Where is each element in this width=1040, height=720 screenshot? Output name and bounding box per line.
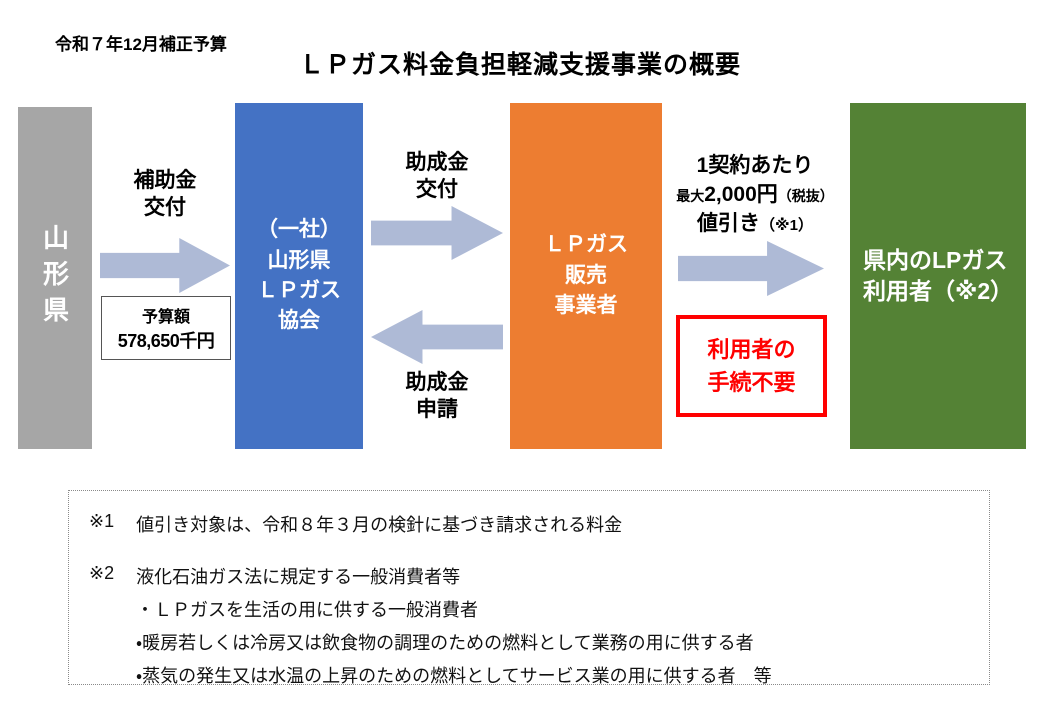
footnote-2-bullet: ・蒸気の発生又は水温の上昇のための燃料としてサービス業の用に供する者 等 — [136, 666, 772, 686]
discount-line2: 最大2,000円（税抜） — [676, 182, 834, 206]
arrow-subsidy-grant — [100, 238, 230, 293]
footnote-1-marker: ※1 — [89, 511, 115, 531]
flow-box-consumer: 県内のLPガス 利用者（※2） — [850, 103, 1026, 449]
no-procedure-box: 利用者の 手続不要 — [676, 315, 827, 417]
footnote-1: ※1 値引き対象は、令和８年３月の検針に基づき請求される料金 — [89, 511, 979, 537]
subsidy-grant-label: 補助金 交付 — [133, 169, 197, 220]
arrow-discount — [678, 241, 824, 296]
grant-application-label: 助成金 申請 — [405, 371, 469, 422]
footnote-2-text: 液化石油ガス法に規定する一般消費者等 — [136, 567, 461, 587]
footnote-2-bullet: ・暖房若しくは冷房又は飲食物の調理のための燃料として業務の用に供する者 — [136, 633, 754, 653]
discount-line3: 値引き（※1） — [697, 211, 813, 235]
footnote-1-text: 値引き対象は、令和８年３月の検針に基づき請求される料金 — [136, 515, 623, 535]
arrow-grant-application — [371, 310, 503, 364]
arrow-grant-payment — [371, 206, 503, 260]
discount-label: 1契約あたり 最大2,000円（税抜） 値引き（※1） — [655, 152, 855, 239]
page-title: ＬＰガス料金負担軽減支援事業の概要 — [298, 51, 741, 79]
flow-box-prefecture: 山形県 — [18, 107, 92, 449]
discount-line1: 1契約あたり — [696, 154, 814, 177]
flow-box-seller: ＬＰガス 販売 事業者 — [510, 103, 662, 449]
footnotes-box: ※1 値引き対象は、令和８年３月の検針に基づき請求される料金 ※2 液化石油ガス… — [68, 490, 990, 688]
budget-amount-value: 578,650千円 — [117, 331, 215, 351]
prefecture-label: 山形県 — [39, 224, 70, 332]
footnote-2-bullet: ・ＬＰガスを生活の用に供する一般消費者 — [136, 600, 478, 620]
flow-box-association: （一社） 山形県 ＬＰガス 協会 — [235, 103, 363, 449]
budget-revision-tag: 令和７年12月補正予算 — [55, 35, 227, 54]
grant-payment-label: 助成金 交付 — [405, 151, 469, 202]
footnote-2: ※2 液化石油ガス法に規定する一般消費者等 — [89, 563, 979, 589]
budget-amount-box: 予算額 578,650千円 — [101, 296, 231, 360]
budget-amount-title: 予算額 — [141, 309, 190, 326]
footnote-2-bullets: ・ＬＰガスを生活の用に供する一般消費者 ・暖房若しくは冷房又は飲食物の調理のため… — [89, 596, 979, 688]
footnote-2-marker: ※2 — [89, 563, 115, 583]
